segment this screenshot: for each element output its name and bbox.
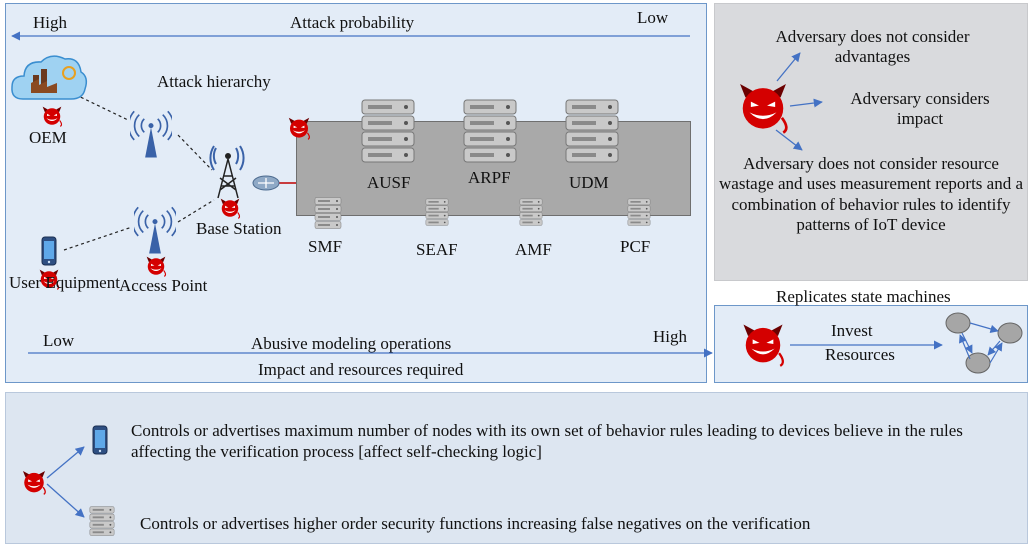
cell-tower-icon: [209, 145, 245, 199]
user-equipment-label: User Equipment: [9, 273, 120, 292]
devil-icon: [219, 197, 241, 219]
devil-icon: [287, 116, 311, 140]
amf-label: AMF: [515, 240, 552, 259]
server-icon: [626, 198, 652, 228]
attack-probability-low: Low: [637, 8, 669, 27]
udm-label: UDM: [569, 173, 609, 192]
devil-icon: [736, 80, 790, 134]
server-icon: [313, 196, 343, 232]
devil-icon: [41, 105, 63, 127]
oem-label: OEM: [29, 128, 67, 147]
base-station-label: Base Station: [196, 219, 282, 238]
abusive-low: Low: [43, 331, 75, 350]
seaf-label: SEAF: [416, 240, 458, 259]
antenna-icon: [134, 204, 176, 256]
devil-icon: [145, 255, 167, 277]
access-point-label: Access Point: [119, 276, 208, 295]
router-icon: [252, 175, 280, 191]
server-icon: [88, 505, 116, 539]
link-antenna-tower: [177, 134, 213, 171]
server-icon: [460, 98, 520, 168]
ausf-label: AUSF: [367, 173, 411, 192]
state-machine-graph-icon: [945, 312, 1023, 374]
server-icon: [358, 98, 418, 168]
link-oem-antenna: [69, 91, 129, 121]
devil-icon: [740, 321, 786, 367]
abusive-title: Abusive modeling operations: [251, 334, 452, 353]
arrow-considers-impact: [789, 98, 823, 108]
attack-hierarchy-label: Attack hierarchy: [157, 72, 271, 91]
link-accesspoint-tower: [177, 199, 215, 223]
cloud-factory-icon: [11, 55, 88, 100]
attack-probability-high: High: [33, 13, 67, 32]
state-machine-title: Replicates state machines: [776, 287, 951, 306]
no-advantages-text: Adversary does not consider advantages: [775, 27, 970, 66]
resources-label: Resources: [825, 345, 895, 364]
devil-icon: [21, 469, 47, 495]
server-icon: [518, 198, 544, 228]
link-ue-accesspoint: [63, 226, 133, 251]
branch-to-server: [46, 483, 85, 518]
arpf-label: ARPF: [468, 168, 511, 187]
control-nodes-text: Controls or advertises maximum number of…: [131, 421, 963, 462]
pcf-label: PCF: [620, 237, 651, 256]
impact-caption: Impact and resources required: [258, 360, 464, 379]
branch-to-phone: [46, 446, 85, 479]
control-security-functions-text: Controls or advertises higher order secu…: [140, 514, 811, 533]
arrow-no-advantages: [776, 52, 801, 82]
smartphone-icon: [41, 236, 57, 266]
no-wastage-text: Adversary does not consider resource was…: [719, 154, 1023, 235]
invest-label: Invest: [831, 321, 873, 340]
attack-probability-title: Attack probability: [290, 13, 415, 32]
smf-label: SMF: [308, 237, 343, 256]
smartphone-icon: [92, 425, 108, 455]
considers-impact-text: Adversary considers impact: [850, 89, 990, 128]
adversary-considerations-panel: [714, 3, 1028, 281]
server-icon: [424, 198, 450, 228]
arrow-no-wastage: [775, 129, 803, 151]
abusive-high: High: [653, 327, 687, 346]
server-icon: [562, 98, 622, 168]
control-behaviors-panel: [5, 392, 1028, 544]
antenna-icon: [130, 108, 172, 160]
